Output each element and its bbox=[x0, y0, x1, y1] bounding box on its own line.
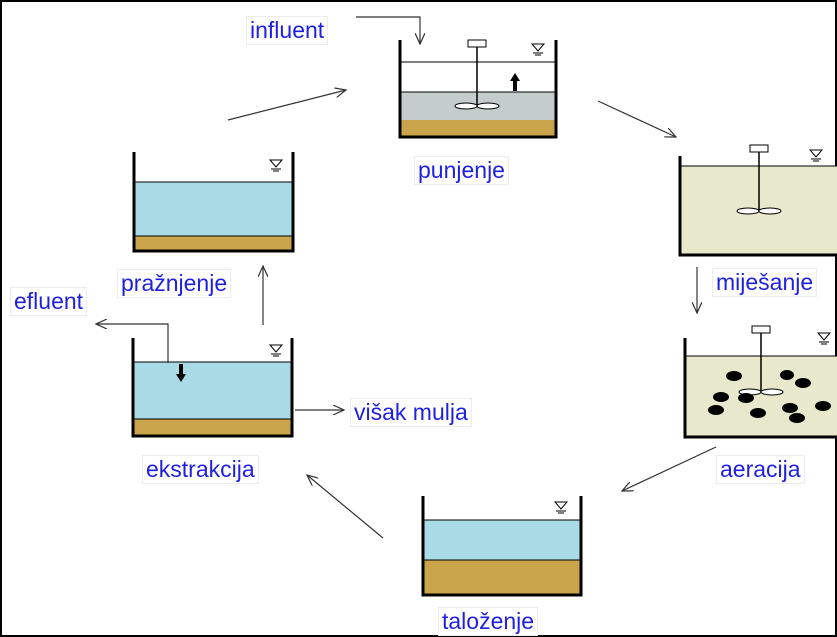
arrow-aeration-to-settling bbox=[622, 446, 717, 491]
water-level-icon bbox=[816, 332, 832, 345]
water-level-icon bbox=[808, 149, 824, 162]
tank-filling bbox=[398, 39, 558, 139]
influent-label: influent bbox=[246, 16, 329, 45]
mixer-icon bbox=[738, 325, 784, 396]
arrow-filling-to-mixing bbox=[597, 100, 676, 137]
excess-sludge-label: višak mulja bbox=[350, 398, 472, 427]
tank-mixing bbox=[678, 144, 837, 257]
influent-arrow bbox=[356, 16, 420, 44]
tank-settling bbox=[421, 496, 583, 597]
step-label-mixing: miješanje bbox=[712, 268, 818, 297]
water-level-icon bbox=[530, 43, 546, 56]
water-level-icon bbox=[553, 501, 569, 514]
falling-level-arrow-icon bbox=[176, 364, 186, 382]
mixer-icon bbox=[454, 39, 500, 110]
effluent-arrow bbox=[96, 324, 169, 363]
arrow-emptying-to-filling bbox=[227, 90, 346, 121]
water-level-icon bbox=[268, 344, 284, 357]
sludge-flocs bbox=[708, 370, 831, 423]
step-label-emptying: pražnjenje bbox=[117, 269, 232, 298]
tank-emptying bbox=[132, 152, 295, 253]
step-label-aeration: aeracija bbox=[716, 455, 805, 484]
tank-extraction bbox=[131, 338, 294, 438]
tank-aeration bbox=[683, 325, 837, 439]
mixer-icon bbox=[736, 144, 782, 215]
step-label-settling: taloženje bbox=[438, 607, 539, 636]
step-label-filling: punjenje bbox=[414, 156, 509, 185]
effluent-label: efluent bbox=[10, 287, 88, 316]
step-label-extraction: ekstrakcija bbox=[142, 455, 259, 484]
rising-level-arrow-icon bbox=[510, 73, 520, 91]
water-level-icon bbox=[268, 159, 284, 172]
arrow-settling-to-extraction bbox=[307, 475, 384, 539]
